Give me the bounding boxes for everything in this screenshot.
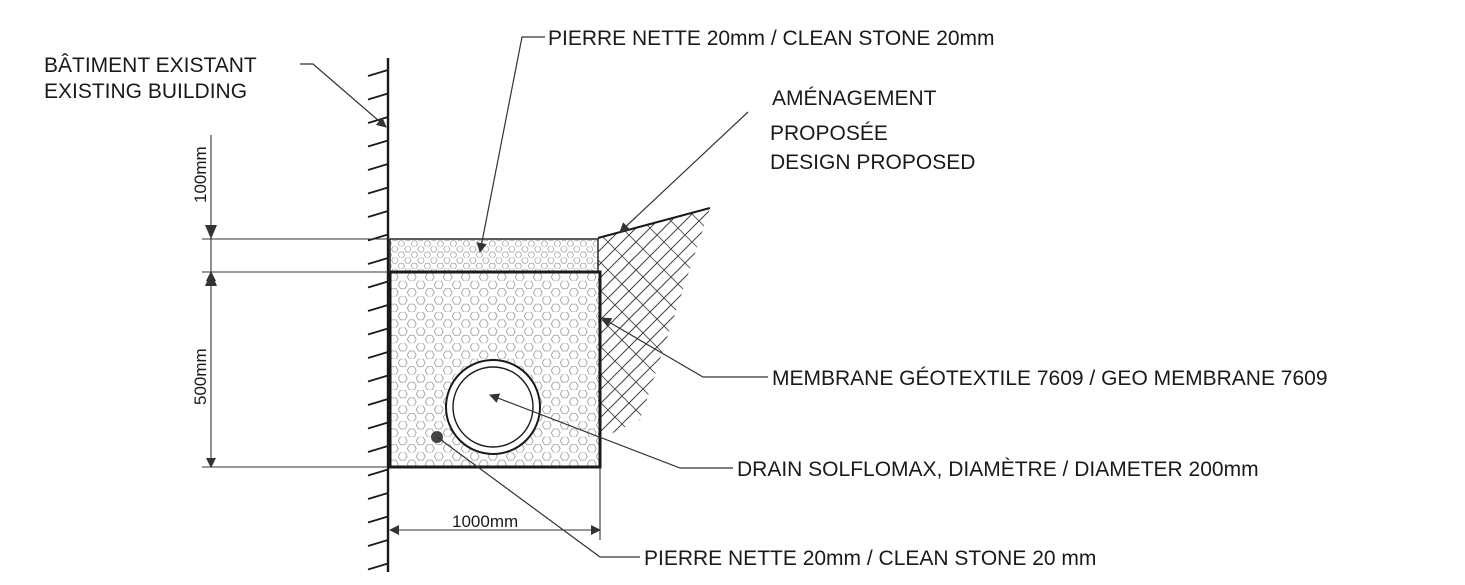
label-design-line2: PROPOSÉE xyxy=(770,122,888,145)
label-bottom-stone: PIERRE NETTE 20mm / CLEAN STONE 20 mm xyxy=(644,547,1096,570)
dim-arrow-100-bottom xyxy=(205,272,217,286)
label-design-line1: AMÉNAGEMENT xyxy=(772,87,937,110)
leader-top-stone xyxy=(476,36,545,253)
label-design-line3: DESIGN PROPOSED xyxy=(770,151,975,174)
label-drain: DRAIN SOLFLOMAX, DIAMÈTRE / DIAMETER 200… xyxy=(737,458,1259,481)
dimension-lines xyxy=(202,135,601,540)
leader-design xyxy=(619,111,749,233)
dim-arrow-100-top xyxy=(205,225,217,239)
label-membrane: MEMBRANE GÉOTEXTILE 7609 / GEO MEMBRANE … xyxy=(772,367,1328,390)
existing-building-wall xyxy=(367,58,390,572)
label-existing-building-en: EXISTING BUILDING xyxy=(44,80,247,103)
leader-drain xyxy=(489,393,733,469)
leader-existing-building xyxy=(300,63,387,128)
dim-top-layer: 100mm xyxy=(191,146,210,203)
solflomax-drain-pipe xyxy=(445,359,541,455)
label-existing-building-fr: BÂTIMENT EXISTANT xyxy=(44,54,257,77)
finished-grade-line xyxy=(597,207,711,239)
dim-trench-width: 1000mm xyxy=(452,512,518,531)
top-clean-stone-layer xyxy=(389,238,599,273)
leader-membrane xyxy=(601,317,768,378)
leader-bottom-stone xyxy=(436,436,640,558)
proposed-soil-hatch xyxy=(598,208,710,440)
dim-trench-depth: 500mm xyxy=(191,348,210,405)
label-top-stone: PIERRE NETTE 20mm / CLEAN STONE 20mm xyxy=(548,27,995,50)
